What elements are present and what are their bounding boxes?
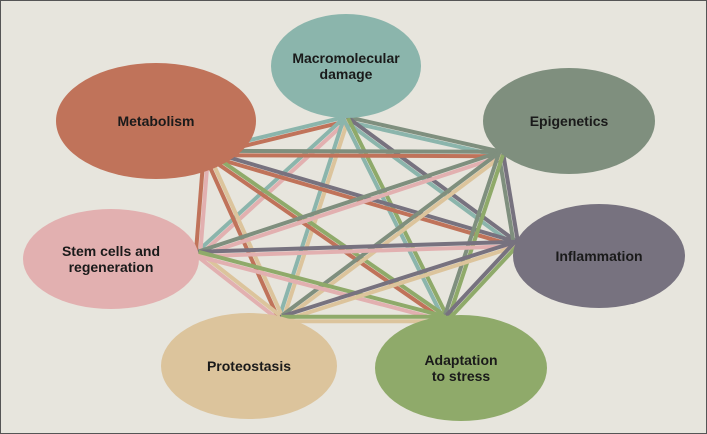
node-label: Epigenetics: [530, 113, 609, 129]
connection-inflammation-adaptation: [442, 241, 516, 319]
connection-inflammation-proteostasis: [279, 239, 516, 319]
connections: [193, 114, 521, 324]
connection-metabolism-adaptation: [206, 149, 449, 319]
node-metabolism: Metabolism: [56, 63, 256, 179]
connection-stem-proteostasis: [195, 254, 281, 323]
node-proteostasis: Proteostasis: [161, 313, 337, 419]
connection-macro-stem: [195, 115, 346, 254]
connection-stem-inflammation: [197, 239, 516, 254]
connection-metabolism-epigenetics: [206, 148, 502, 154]
node-ellipse: [56, 63, 256, 179]
connection-metabolism-epigenetics: [205, 153, 501, 159]
connection-metabolism-adaptation: [203, 153, 446, 323]
connection-stem-inflammation: [198, 244, 517, 259]
node-label: Adaptation: [424, 352, 497, 368]
node-label: damage: [320, 66, 373, 82]
node-ellipse: [513, 204, 685, 308]
node-label: Inflammation: [555, 248, 642, 264]
connection-stem-proteostasis: [198, 250, 284, 319]
connection-epigenetics-stem: [198, 154, 503, 258]
node-ellipse: [483, 68, 655, 174]
node-epigenetics: Epigenetics: [483, 68, 655, 174]
connection-macro-inflammation: [343, 119, 516, 248]
node-label: Proteostasis: [207, 358, 291, 374]
node-label: Macromolecular: [292, 50, 400, 66]
connection-macro-stem: [198, 119, 349, 258]
node-ellipse: [23, 209, 199, 309]
connection-metabolism-inflammation: [204, 153, 516, 249]
connection-epigenetics-adaptation: [446, 154, 505, 321]
node-label: regeneration: [69, 259, 154, 275]
connection-epigenetics-proteostasis: [278, 150, 501, 319]
node-inflammation: Inflammation: [513, 204, 685, 308]
node-ellipse: [161, 313, 337, 419]
node-label: Stem cells and: [62, 243, 160, 259]
connection-epigenetics-proteostasis: [281, 154, 504, 323]
node-label: to stress: [432, 368, 491, 384]
connection-epigenetics-inflammation: [501, 153, 521, 244]
connection-epigenetics-adaptation: [442, 152, 501, 319]
connection-inflammation-proteostasis: [281, 244, 518, 324]
connection-inflammation-adaptation: [446, 244, 520, 322]
node-ellipse: [271, 14, 421, 118]
connection-epigenetics-inflammation: [496, 154, 516, 245]
connection-stem-adaptation: [196, 254, 446, 324]
connection-epigenetics-stem: [196, 150, 501, 254]
node-ellipse: [375, 315, 547, 421]
connection-macro-epigenetics: [346, 114, 502, 154]
node-label: Metabolism: [117, 113, 194, 129]
connection-stem-adaptation: [198, 249, 448, 319]
